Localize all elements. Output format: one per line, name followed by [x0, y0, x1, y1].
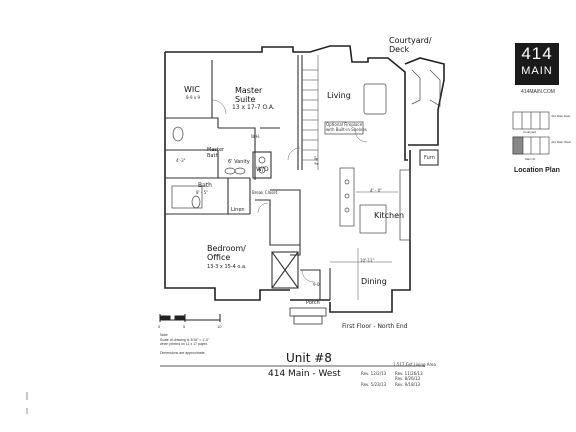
location-label-courtyard: Courtyard	[523, 130, 537, 134]
room-living: Living	[327, 91, 351, 100]
fireplace-note: Optional Fireplace with Built-in Shelves	[326, 122, 367, 132]
dim-9-0: 9-0	[313, 282, 320, 287]
stairs	[302, 55, 319, 170]
revision-5: Rev. 9/18/13	[395, 382, 421, 387]
inner-walls	[165, 55, 439, 300]
room-master-suite-dims: 13 x 17-7 O.A.	[232, 104, 275, 111]
room-bedroom-dims: 13-3 x 15-4 o.a.	[207, 264, 247, 270]
room-wic-dims: 8-9 x 9	[186, 95, 200, 100]
brand-logo-box	[515, 43, 559, 85]
room-wic: WIC	[184, 85, 200, 94]
room-dining-dims: 10'-11"	[360, 258, 375, 263]
location-plan-diagram	[512, 111, 550, 155]
room-courtyard-deck: Courtyard/ Deck	[389, 36, 432, 54]
first-floor-label: First Floor - North End	[342, 323, 408, 330]
location-label-top: 414 Main East	[551, 114, 571, 118]
brand-url: 414MAIN.COM	[521, 89, 555, 95]
dim-4-9: 4'-9"	[314, 155, 320, 166]
revision-3: Rev. 8/26/13	[395, 376, 421, 381]
revision-4: Rev. 5/23/13	[361, 382, 387, 387]
washer-dryer-label: W/D	[256, 166, 269, 173]
linen-closet-label: Linen	[231, 207, 245, 213]
porch-steps	[289, 307, 327, 325]
water-heater-label: W.H.	[251, 134, 260, 139]
room-kitchen: Kitchen	[374, 211, 405, 220]
room-master-suite: Master Suite	[235, 86, 263, 104]
furnace-label: Furn	[424, 155, 435, 161]
scale-tick-10: 10	[217, 324, 222, 329]
revision-2: Rev. 11/26/13	[395, 371, 423, 376]
dimension-lines	[330, 191, 398, 300]
unit-title: Unit #8	[286, 351, 332, 365]
scale-bar	[159, 314, 221, 322]
dim-4-3: 4'-3"	[176, 158, 186, 163]
brand-logo-word: MAIN	[521, 65, 553, 77]
scale-note: Note: Scale of drawing is 3/16" = 1'-0" …	[160, 333, 210, 355]
outer-walls	[164, 45, 445, 313]
revision-1: Rev. 12/2/13	[361, 371, 387, 376]
scale-tick-5: 5	[183, 324, 186, 329]
unit-subtitle: 414 Main - West	[268, 369, 341, 379]
location-plan-title: Location Plan	[514, 167, 560, 174]
break-closet-label: Break Closet	[252, 190, 278, 195]
room-bath-dims: 8' - 5"	[196, 190, 209, 195]
door-swings	[211, 99, 368, 283]
fixtures	[171, 69, 441, 241]
location-label-bottom: 414 Main West	[551, 140, 571, 144]
vanity-label: 6' Vanity	[228, 159, 250, 165]
room-master-bath: Master Bath	[207, 147, 225, 159]
scale-tick-0: 0	[158, 324, 161, 329]
room-bedroom-office: Bedroom/ Office	[207, 244, 246, 262]
room-porch: Porch	[306, 300, 320, 306]
location-label-street: Main St	[525, 157, 536, 161]
room-bath: Bath	[198, 182, 212, 189]
dim-4-0: 4' - 0"	[370, 188, 383, 193]
brand-logo-number: 414	[521, 44, 553, 63]
living-area-note: 1,517 Gsf Living Area	[393, 362, 436, 367]
room-dining: Dining	[361, 277, 387, 286]
